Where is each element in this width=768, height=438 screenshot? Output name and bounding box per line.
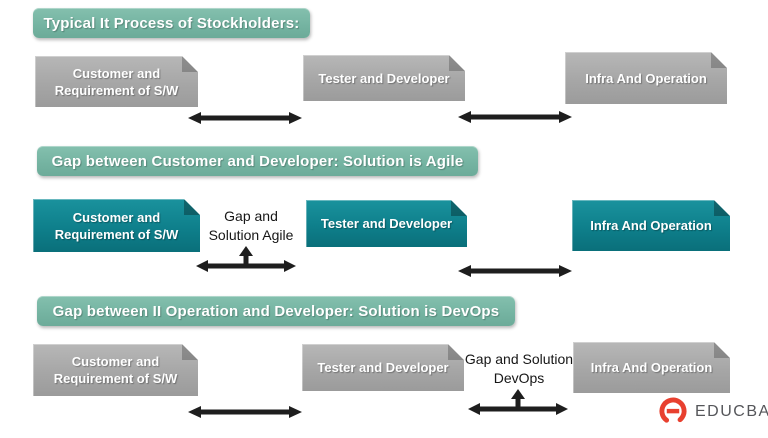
folded-corner-icon [711,52,727,68]
box-label: Customer and Requirement of S/W [54,65,179,98]
double-arrow-icon [188,406,302,418]
box-label: Infra And Operation [585,70,707,86]
section3-header: Gap between II Operation and Developer: … [37,296,515,326]
box-label: Infra And Operation [590,218,712,233]
section3-box-customer: Customer and Requirement of S/W [33,344,198,396]
section2-box-infra: Infra And Operation [572,200,730,251]
section3-gap-label: Gap and Solution DevOps [464,351,574,386]
folded-corner-icon [182,56,198,72]
double-arrow-icon [458,111,572,123]
section2-gap-label: Gap and Solution Agile [208,208,294,243]
box-label: Tester and Developer [320,216,453,231]
box-label: Tester and Developer [317,360,449,375]
section1-header: Typical It Process of Stockholders: [33,8,310,38]
section1-box-tester: Tester and Developer [303,55,465,101]
section2-header: Gap between Customer and Developer: Solu… [37,146,478,176]
educba-logo: EDUCBA [657,396,768,428]
box-label: Customer and Requirement of S/W [54,209,179,242]
section2-box-tester: Tester and Developer [306,200,467,247]
box-label: Customer and Requirement of S/W [53,354,178,386]
section1-box-infra: Infra And Operation [565,52,727,104]
folded-corner-icon [714,200,730,216]
double-arrow-icon [458,265,572,277]
folded-corner-icon [449,55,465,71]
folded-corner-icon [714,342,730,358]
folded-corner-icon [448,344,464,360]
folded-corner-icon [182,344,198,360]
section2-box-customer: Customer and Requirement of S/W [33,199,200,252]
gap-pointer-arrow-icon [196,246,296,272]
gap-pointer-arrow-icon [468,389,568,415]
double-arrow-icon [188,112,302,124]
section3-box-tester: Tester and Developer [302,344,464,391]
box-label: Infra And Operation [590,360,713,375]
section1-box-customer: Customer and Requirement of S/W [35,56,198,107]
section3-box-infra: Infra And Operation [573,342,730,393]
educba-e-icon [659,397,687,425]
folded-corner-icon [451,200,467,216]
box-label: Tester and Developer [318,70,450,86]
educba-logo-text: EDUCBA [695,403,768,420]
